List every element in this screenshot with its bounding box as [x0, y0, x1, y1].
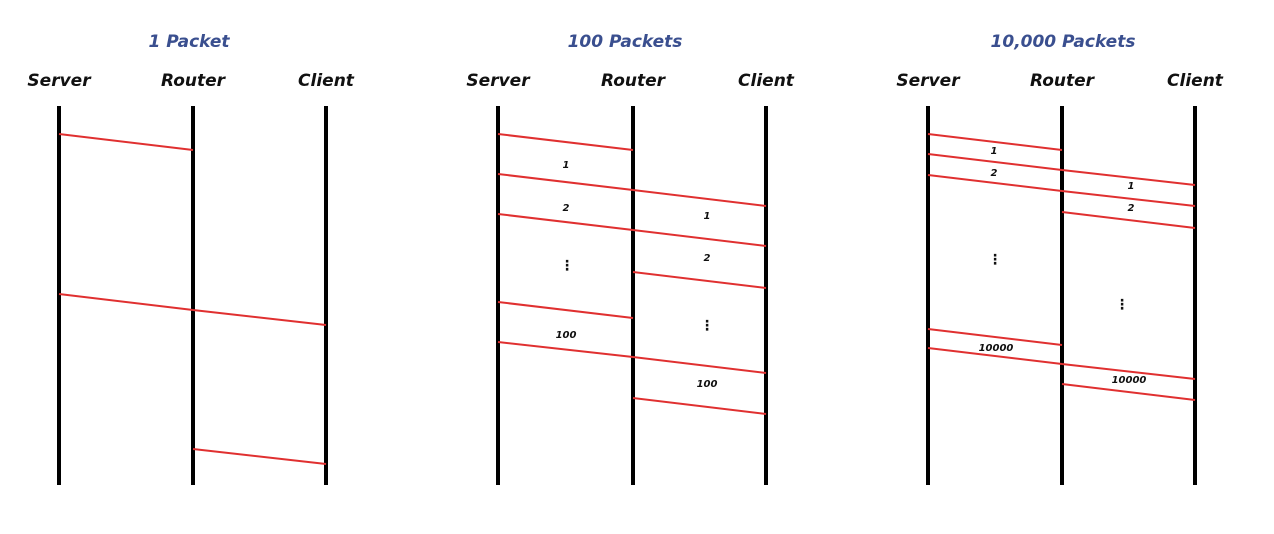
- message-line: [192, 309, 327, 326]
- router-label: Router: [601, 71, 667, 91]
- message-line: [497, 341, 634, 358]
- message-line: [1061, 169, 1196, 186]
- message-line: [497, 173, 634, 191]
- message-line: [927, 174, 1063, 192]
- packet-label: 100: [556, 330, 577, 341]
- client-label: Client: [738, 71, 795, 91]
- message-line: [497, 133, 634, 151]
- message-line: [632, 229, 767, 247]
- ellipsis-dots: ⋮: [988, 252, 1002, 268]
- router-label: Router: [1030, 71, 1096, 91]
- server-label: Server: [466, 71, 531, 91]
- message-line: [497, 301, 634, 319]
- panel-title: 1 Packet: [148, 32, 230, 52]
- panel-1-packet: 1 Packet Server Router Client: [27, 32, 355, 485]
- panel-10000-packets: 10,000 Packets Server Router Client 1 2 …: [896, 32, 1224, 485]
- packet-label: 10000: [979, 343, 1014, 354]
- packet-label: 1: [563, 160, 570, 171]
- packet-label: 1: [991, 146, 998, 157]
- message-line: [1061, 363, 1196, 380]
- message-line: [1061, 190, 1196, 207]
- packet-label: 2: [1128, 203, 1135, 214]
- ellipsis-dots: ⋮: [560, 258, 574, 274]
- packet-label: 2: [991, 168, 998, 179]
- server-label: Server: [896, 71, 961, 91]
- message-line: [927, 133, 1063, 151]
- message-line: [632, 356, 767, 374]
- server-label: Server: [27, 71, 92, 91]
- message-line: [927, 153, 1063, 171]
- message-line: [927, 347, 1063, 365]
- message-line: [1061, 383, 1196, 401]
- client-label: Client: [298, 71, 355, 91]
- message-line: [192, 448, 327, 465]
- message-line: [1061, 211, 1196, 229]
- message-line: [497, 213, 634, 231]
- packet-label: 100: [697, 379, 718, 390]
- packet-label: 2: [704, 253, 711, 264]
- message-line: [632, 189, 767, 207]
- message-line: [58, 293, 194, 311]
- message-line: [58, 133, 194, 151]
- packet-label: 2: [563, 203, 570, 214]
- packet-label: 1: [704, 211, 711, 222]
- ellipsis-dots: ⋮: [1115, 297, 1129, 313]
- panel-title: 100 Packets: [568, 32, 683, 52]
- ellipsis-dots: ⋮: [700, 318, 714, 334]
- router-label: Router: [161, 71, 227, 91]
- panel-title: 10,000 Packets: [991, 32, 1136, 52]
- message-line: [632, 271, 767, 289]
- client-label: Client: [1167, 71, 1224, 91]
- packet-label: 10000: [1112, 375, 1147, 386]
- packet-label: 1: [1128, 181, 1135, 192]
- panel-100-packets: 100 Packets Server Router Client 1 2 ⋮ 1…: [466, 32, 795, 485]
- message-line: [632, 397, 767, 415]
- message-line: [927, 328, 1063, 346]
